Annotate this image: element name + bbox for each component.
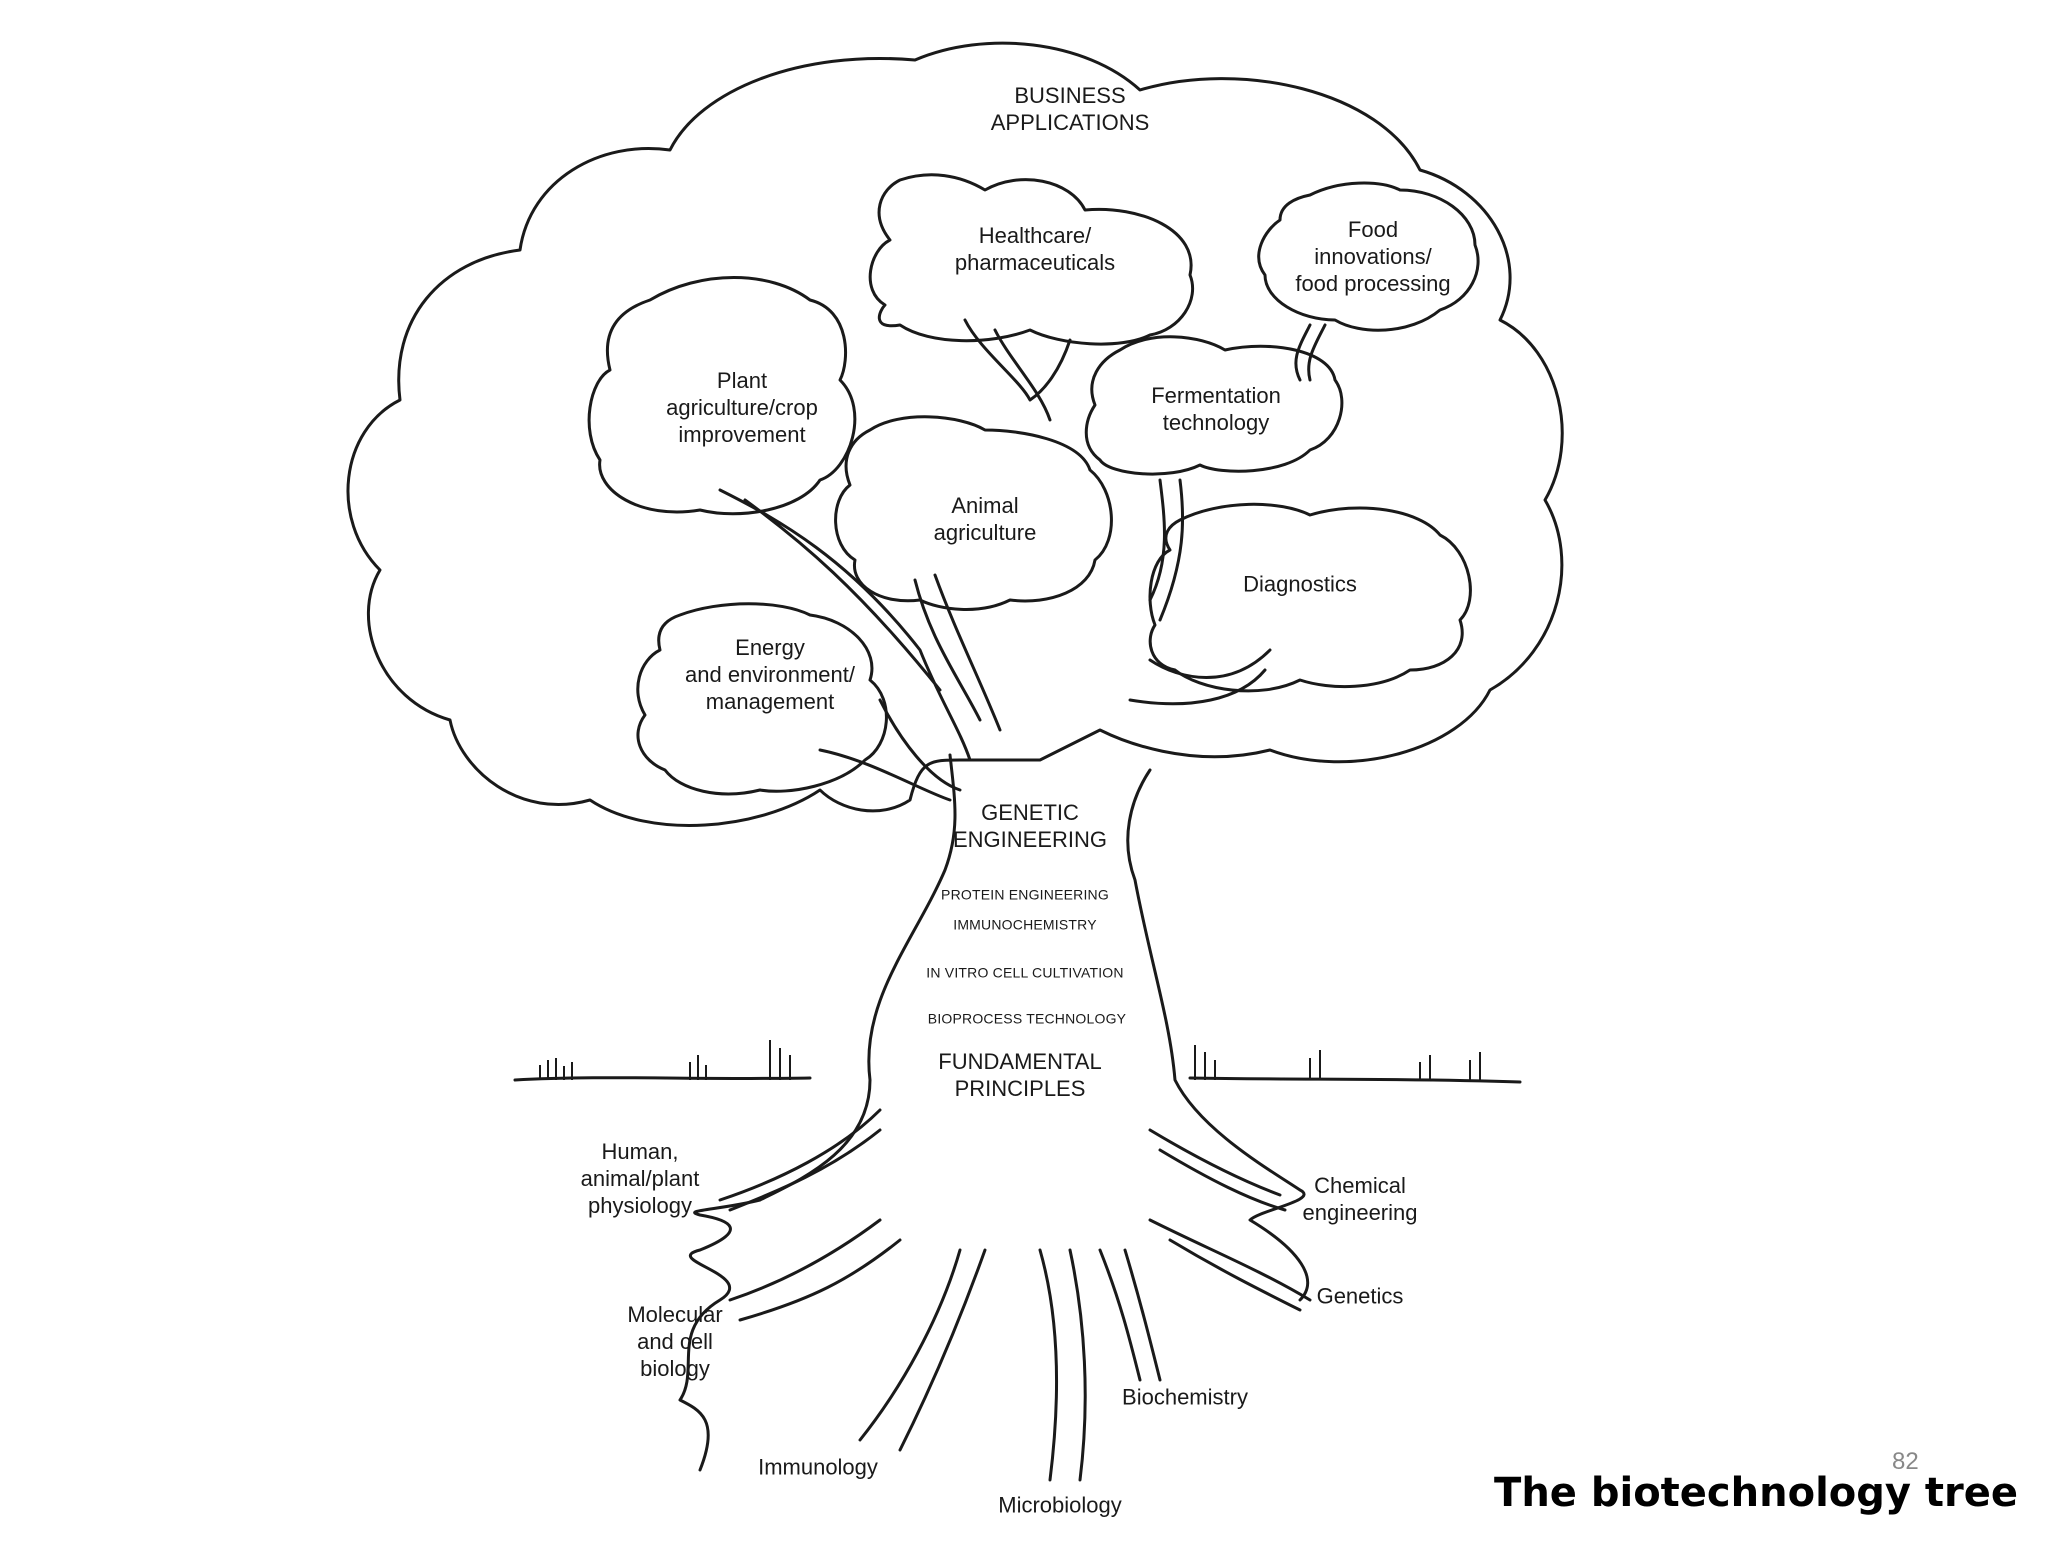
branch-energy <box>818 698 962 802</box>
branch-label-diagnostics: Diagnostics <box>1243 571 1357 597</box>
branch-food <box>1294 323 1327 382</box>
branch-diagnostics <box>1128 648 1272 706</box>
trunk-layer-protein: PROTEIN ENGINEERING <box>941 886 1109 903</box>
cloud-animal <box>834 415 1113 611</box>
trunk-layer-bioprocess: BIOPROCESS TECHNOLOGY <box>927 1010 1127 1027</box>
branch-healthcare <box>963 318 1072 422</box>
trunk-outline <box>678 753 1310 1472</box>
trunk-top-label: GENETIC ENGINEERING <box>952 800 1108 852</box>
root-label-genetics: Genetics <box>1316 1283 1404 1309</box>
root-microbiology <box>1038 1248 1087 1482</box>
root-molecular <box>728 1218 902 1322</box>
root-biochemistry <box>1098 1248 1162 1382</box>
cloud-energy <box>636 602 888 796</box>
root-chemical <box>1148 1128 1287 1212</box>
grass-left <box>539 1040 791 1080</box>
branch-plant <box>718 488 972 762</box>
branch-label-food: Food innovations/ food processing <box>1295 216 1451 296</box>
cloud-plant <box>587 276 857 516</box>
cloud-food <box>1257 181 1480 332</box>
root-immunology <box>858 1248 987 1452</box>
root-label-biochemistry: Biochemistry <box>1122 1384 1248 1410</box>
page-number: 82 <box>1892 1448 1919 1475</box>
branch-animal <box>913 573 1002 732</box>
branch-fermentation <box>1148 478 1185 622</box>
grass-right <box>1194 1045 1481 1080</box>
canopy-label: BUSINESS APPLICATIONS <box>990 83 1150 135</box>
branch-label-animal: Animal agriculture <box>933 493 1037 545</box>
cloud-healthcare <box>868 173 1195 346</box>
root-label-immunology: Immunology <box>758 1454 878 1480</box>
trunk-layer-invitro: IN VITRO CELL CULTIVATION <box>926 964 1124 981</box>
cloud-fermentation <box>1084 335 1344 476</box>
root-label-physiology: Human, animal/plant physiology <box>580 1138 700 1218</box>
trunk-layer-immunochemistry: IMMUNOCHEMISTRY <box>953 916 1097 933</box>
branch-label-healthcare: Healthcare/ pharmaceuticals <box>954 223 1116 275</box>
canopy-outline <box>346 41 1564 827</box>
root-physiology <box>718 1108 882 1212</box>
root-genetics <box>1148 1218 1312 1312</box>
cloud-diagnostics <box>1148 502 1472 693</box>
root-label-molecular: Molecular and cell biology <box>627 1301 723 1381</box>
branch-label-plant: Plant agriculture/crop improvement <box>666 367 818 447</box>
trunk-bottom-label: FUNDAMENTAL PRINCIPLES <box>938 1049 1102 1101</box>
branch-label-energy: Energy and environment/ management <box>685 634 855 714</box>
root-label-chemical: Chemical engineering <box>1302 1173 1418 1225</box>
root-label-microbiology: Microbiology <box>998 1492 1122 1518</box>
slide-caption: The biotechnology tree <box>1494 1470 2018 1516</box>
branch-label-fermentation: Fermentation technology <box>1151 383 1281 435</box>
